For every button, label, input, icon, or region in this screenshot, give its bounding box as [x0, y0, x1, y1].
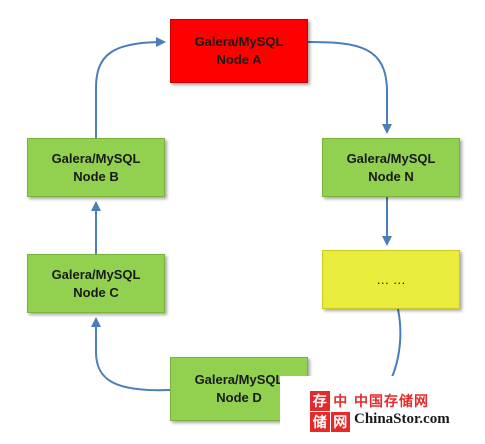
arrow-node-b-to-node-a: [95, 37, 166, 138]
node-b-label: Node B: [73, 168, 119, 184]
logo-char-4: 网: [330, 411, 350, 432]
node-a-label: Node A: [216, 52, 262, 67]
node-b: Galera/MySQL Node B: [27, 138, 165, 197]
node-d-type: Galera/MySQL: [194, 372, 284, 387]
watermark-domain: ChinaStor.com: [354, 410, 450, 427]
node-c: Galera/MySQL Node C: [27, 254, 165, 313]
watermark-chinese: 中国存储网: [354, 393, 429, 410]
node-a-type: Galera/MySQL: [194, 34, 284, 49]
watermark-logo: 存 中 储 网: [310, 390, 350, 432]
ellipsis-label: … …: [376, 271, 406, 287]
node-c-type: Galera/MySQL: [51, 266, 141, 282]
node-b-type: Galera/MySQL: [51, 150, 141, 166]
watermark-text: 中国存储网 ChinaStor.com: [354, 394, 450, 428]
node-n-type: Galera/MySQL: [346, 150, 436, 166]
watermark: 存 中 储 网 中国存储网 ChinaStor.com: [310, 388, 485, 433]
node-n: Galera/MySQL Node N: [322, 138, 460, 197]
node-a: Galera/MySQL Node A: [170, 19, 308, 83]
node-d-label: Node D: [216, 390, 262, 405]
arrow-node-d-to-node-c: [91, 317, 171, 392]
logo-char-1: 存: [310, 390, 330, 411]
node-n-label: Node N: [368, 168, 414, 184]
arrow-node-a-to-node-n: [307, 41, 392, 134]
node-ellipsis-placeholder: … …: [322, 250, 460, 309]
logo-char-2: 中: [330, 390, 350, 411]
logo-char-3: 储: [310, 411, 330, 432]
node-c-label: Node C: [73, 284, 119, 300]
